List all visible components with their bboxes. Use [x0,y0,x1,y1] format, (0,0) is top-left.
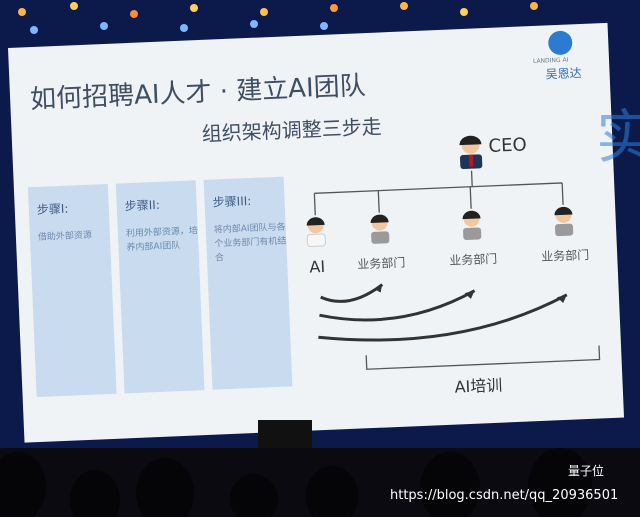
dept3-label: 业务部门 [540,247,590,264]
dept2-person-icon [462,210,482,240]
training-arrows [318,283,568,342]
watermark-url: https://blog.csdn.net/qq_20936501 [390,488,619,503]
ai-label: AI [309,256,326,277]
org-lines [313,170,601,370]
ceo-person-icon [459,135,483,170]
watermark-brand: 量子位 [568,464,605,478]
dept1-label: 业务部门 [357,255,406,272]
ceo-label: CEO [488,134,528,157]
training-label: AI培训 [454,375,503,397]
right-screen-glyph: 实 [596,103,640,171]
org-chart [306,135,601,370]
ai-person-icon [306,217,326,248]
presentation-slide: 如何招聘AI人才 · 建立AI团队 组织架构调整三步走 LANDING AI 吴… [8,22,625,443]
dept2-label: 业务部门 [449,251,498,268]
dept1-person-icon [370,214,390,244]
dept3-person-icon [554,206,574,237]
arrow-heads [374,284,567,303]
